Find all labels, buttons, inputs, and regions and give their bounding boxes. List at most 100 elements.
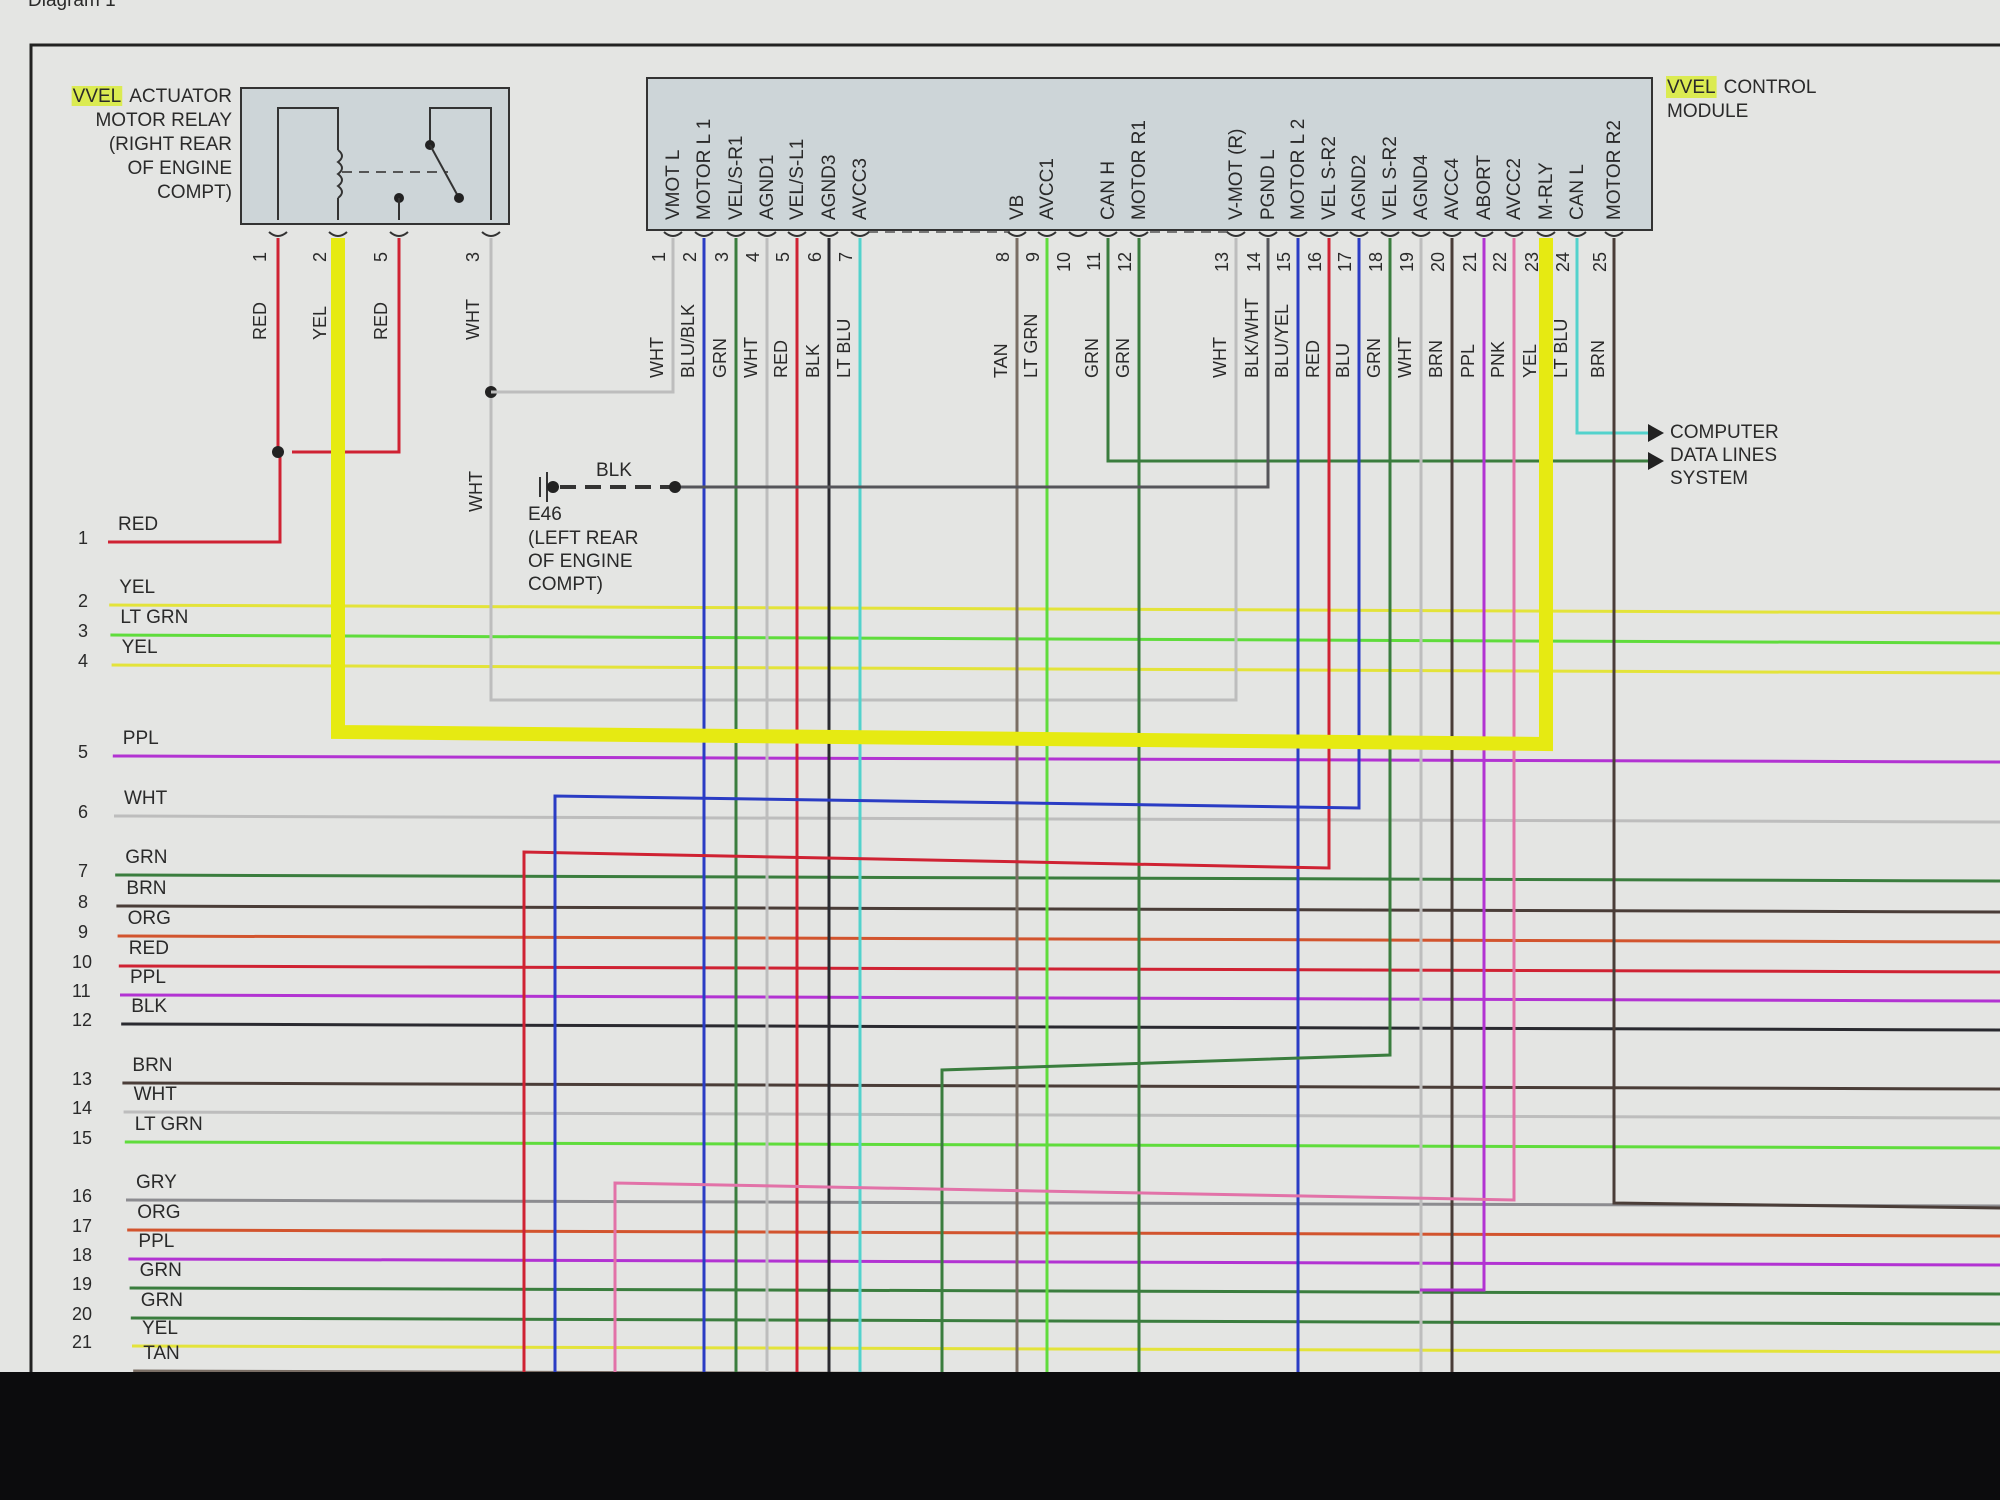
row-wire-label: ORG [128, 908, 171, 929]
module-pin-signal: CAN L [1567, 164, 1588, 220]
connector-terminal [1129, 231, 1149, 237]
module-pin-wire-label: BLK [803, 344, 823, 378]
relay-coil-wire [277, 107, 339, 220]
row-wire-label: RED [129, 938, 169, 959]
module-pin-signal: MOTOR R1 [1129, 120, 1150, 220]
module-pin-wire-label: BRN [1426, 340, 1446, 378]
row-number: 8 [78, 892, 88, 912]
module-pin-number: 24 [1553, 252, 1573, 272]
module-pin-wire-label: BLU/BLK [678, 304, 698, 378]
module-pin-signal: CAN H [1098, 161, 1119, 220]
relay-title-line: COMPT) [157, 182, 232, 203]
module-pin-number: 1 [649, 252, 669, 262]
module-pin-signal: MOTOR L 2 [1288, 119, 1309, 220]
module-pin-wire-label: PPL [1458, 344, 1478, 378]
connector-terminal [389, 231, 409, 237]
module-pin-signal: MOTOR R2 [1604, 120, 1625, 220]
module-pin-signal: AGND1 [757, 155, 778, 220]
highlight-mark [71, 86, 123, 106]
row-number: 20 [72, 1304, 92, 1324]
data-lines-label: COMPUTER [1670, 422, 1779, 443]
wire-row-4 [111, 663, 2000, 675]
relay-pin-wire-label: RED [371, 302, 391, 340]
relay-title-line: MOTOR RELAY [95, 110, 232, 131]
connector-terminal [1226, 231, 1246, 237]
wire-relay-pin3 [489, 238, 1238, 702]
module-pin-signal: MOTOR L 1 [694, 119, 715, 220]
module-pin-number: 6 [805, 252, 825, 262]
relay-pin-number: 5 [371, 252, 391, 262]
connector-terminal [1037, 231, 1057, 237]
row-number: 12 [72, 1010, 92, 1030]
connector-terminal [757, 231, 777, 237]
row-wire-label: BRN [126, 878, 166, 899]
connector-terminal [268, 231, 288, 237]
module-pin-signal: PGND L [1258, 149, 1279, 220]
arrow-icon [1648, 424, 1664, 442]
relay-pin-number: 2 [310, 252, 330, 262]
wire-yel-motor-relay [331, 238, 1553, 752]
wire-row-1 [108, 452, 282, 544]
module-pin-wire-label: BLU/YEL [1272, 304, 1292, 378]
wire-row-17 [127, 1228, 2000, 1238]
module-pin-wire-label: RED [771, 340, 791, 378]
connector-terminal [850, 231, 870, 237]
module-pin-wire-label: PNK [1488, 341, 1508, 378]
row-number: 18 [72, 1245, 92, 1265]
module-pin-wire-label: GRN [1082, 338, 1102, 378]
module-pin-number: 22 [1490, 252, 1510, 272]
diagram-frame [29, 43, 2000, 1372]
module-pin-wire-label: LT GRN [1021, 314, 1041, 378]
relay-switch-arm-icon [429, 144, 460, 199]
relay-pin-number: 1 [250, 252, 270, 262]
arrow-icon [1648, 452, 1664, 470]
module-pin-signal: VEL S-R2 [1380, 136, 1401, 220]
relay-pin-wire-label: WHT [463, 299, 483, 340]
wire-row-11 [119, 993, 2000, 1003]
module-pin-number: 12 [1115, 252, 1135, 272]
junction-dot [272, 446, 284, 458]
ground-location: (LEFT REAR [528, 528, 639, 549]
module-pin-wire-label: RED [1303, 340, 1323, 378]
module-pin-signal: VB [1007, 195, 1028, 220]
module-pin-number: 11 [1084, 252, 1104, 271]
relay-title-line: ACTUATOR [129, 86, 232, 107]
wire-row-18 [128, 1257, 2000, 1267]
diagram-title: Diagram 1 [28, 0, 116, 11]
module-pin-number: 19 [1397, 252, 1417, 272]
module-pin-signal: VEL/S-L1 [787, 139, 808, 220]
module-pin-number: 18 [1366, 252, 1386, 272]
row-wire-label: GRY [136, 1172, 177, 1193]
wire-row-15 [124, 1140, 2000, 1150]
module-pin-number: 7 [836, 252, 856, 262]
wire-row-3 [110, 633, 2000, 645]
connector-terminal [1319, 231, 1339, 237]
module-title-line: CONTROL [1724, 77, 1817, 98]
connector-terminal [1258, 231, 1278, 237]
module-pin-number: 23 [1522, 252, 1542, 272]
connector-terminal [819, 231, 839, 237]
row-number: 17 [72, 1216, 92, 1236]
module-pin-signal: VEL S-R2 [1319, 136, 1340, 220]
wire-module-pin21 [1420, 238, 1486, 1292]
connector-terminal [328, 231, 348, 237]
wire-module-pin17 [553, 238, 1361, 1372]
wire-module-pin16 [522, 238, 1331, 1372]
connector-terminal [1380, 231, 1400, 237]
row-number: 19 [72, 1274, 92, 1294]
connector-terminal [694, 231, 714, 237]
module-pin-number: 2 [680, 252, 700, 262]
wire-module-pin14 [675, 238, 1270, 489]
module-pin-number: 10 [1054, 252, 1074, 272]
wire-module-pin24 [1575, 238, 1650, 435]
wire-row-9 [117, 934, 2000, 944]
control-module-box [646, 77, 1653, 231]
module-pin-wire-label: GRN [1113, 338, 1133, 378]
wire-row-21 [131, 1344, 2000, 1354]
module-pin-wire-label: LT BLU [834, 319, 854, 378]
connector-terminal [1567, 231, 1587, 237]
wire-row-19 [129, 1286, 2000, 1296]
wire-row-20 [130, 1316, 2000, 1326]
relay-box [240, 87, 510, 225]
